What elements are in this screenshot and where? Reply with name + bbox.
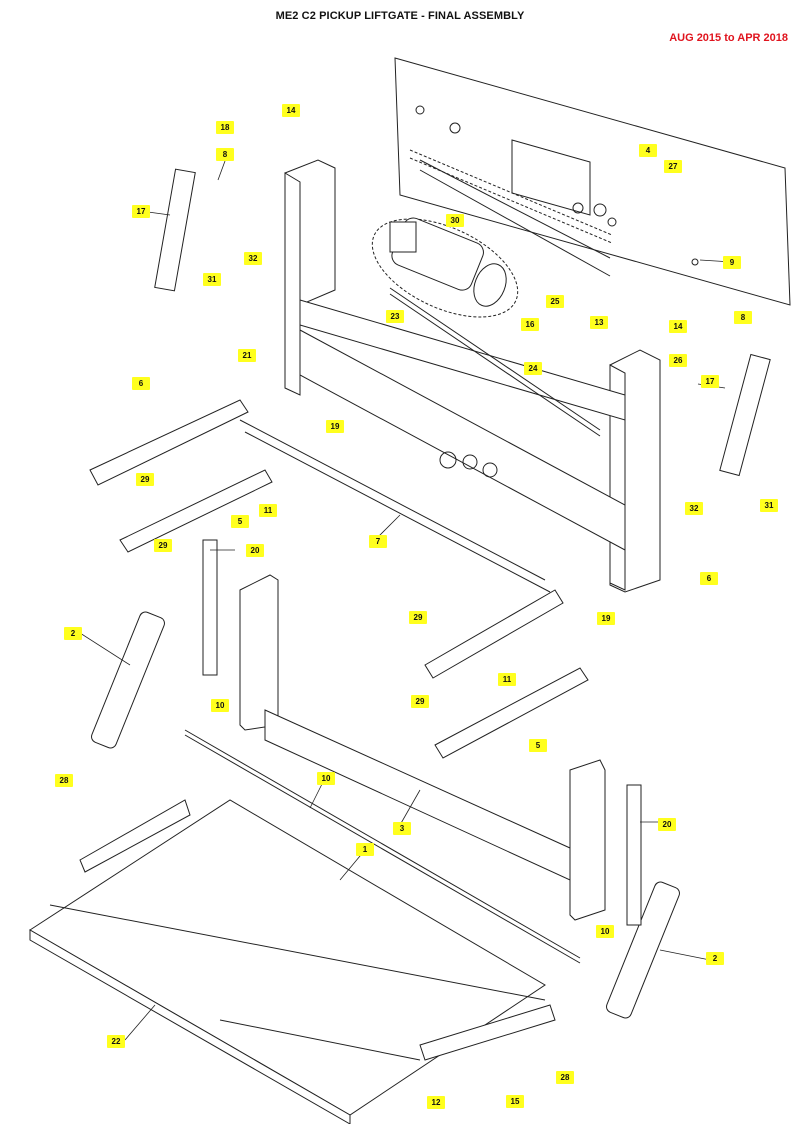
callout-11b: 11 [498, 673, 516, 686]
callout-32: 32 [244, 252, 262, 265]
callout-4: 4 [639, 144, 657, 157]
callout-20b: 20 [658, 818, 676, 831]
callout-28: 28 [55, 774, 73, 787]
platform-part [29, 799, 556, 1124]
callout-28b: 28 [556, 1071, 574, 1084]
callout-21: 21 [238, 349, 256, 362]
callout-13: 13 [590, 316, 608, 329]
callout-20: 20 [246, 544, 264, 557]
callout-9: 9 [723, 256, 741, 269]
callout-15: 15 [506, 1095, 524, 1108]
hydraulic-cylinders [154, 168, 771, 477]
callout-17b: 17 [701, 375, 719, 388]
callout-18: 18 [216, 121, 234, 134]
callout-17: 17 [132, 205, 150, 218]
callout-24: 24 [524, 362, 542, 375]
callout-7: 7 [369, 535, 387, 548]
diagram-title: ME2 C2 PICKUP LIFTGATE - FINAL ASSEMBLY [275, 10, 525, 22]
callout-14b: 14 [669, 320, 687, 333]
callout-6b: 6 [700, 572, 718, 585]
callout-2: 2 [64, 627, 82, 640]
callout-10b: 10 [317, 772, 335, 785]
callout-26: 26 [669, 354, 687, 367]
pump-assembly-part [371, 217, 519, 318]
callout-2b: 2 [706, 952, 724, 965]
callout-8b: 8 [734, 311, 752, 324]
callout-3: 3 [393, 822, 411, 835]
leader-lines [79, 160, 733, 1041]
callout-19: 19 [326, 420, 344, 433]
callout-16: 16 [521, 318, 539, 331]
callout-6: 6 [132, 377, 150, 390]
callout-29d: 29 [411, 695, 429, 708]
back-panel-part [394, 57, 791, 306]
cross-members [239, 287, 626, 593]
lift-arms [89, 399, 589, 759]
callout-14: 14 [282, 104, 300, 117]
callout-31b: 31 [760, 499, 778, 512]
callout-31: 31 [203, 273, 221, 286]
callout-1: 1 [356, 843, 374, 856]
callout-32b: 32 [685, 502, 703, 515]
callout-12: 12 [427, 1096, 445, 1109]
date-range-label: AUG 2015 to APR 2018 [669, 32, 788, 44]
callout-29c: 29 [409, 611, 427, 624]
callout-11: 11 [259, 504, 277, 517]
callout-5: 5 [231, 515, 249, 528]
callout-25: 25 [546, 295, 564, 308]
callout-10: 10 [211, 699, 229, 712]
callout-19b: 19 [597, 612, 615, 625]
callout-10c: 10 [596, 925, 614, 938]
callout-27: 27 [664, 160, 682, 173]
callout-5b: 5 [529, 739, 547, 752]
callout-8: 8 [216, 148, 234, 161]
callout-30: 30 [446, 214, 464, 227]
callout-23: 23 [386, 310, 404, 323]
callout-22: 22 [107, 1035, 125, 1048]
spring-cylinders [91, 611, 680, 1019]
callout-29: 29 [136, 473, 154, 486]
callout-29b: 29 [154, 539, 172, 552]
